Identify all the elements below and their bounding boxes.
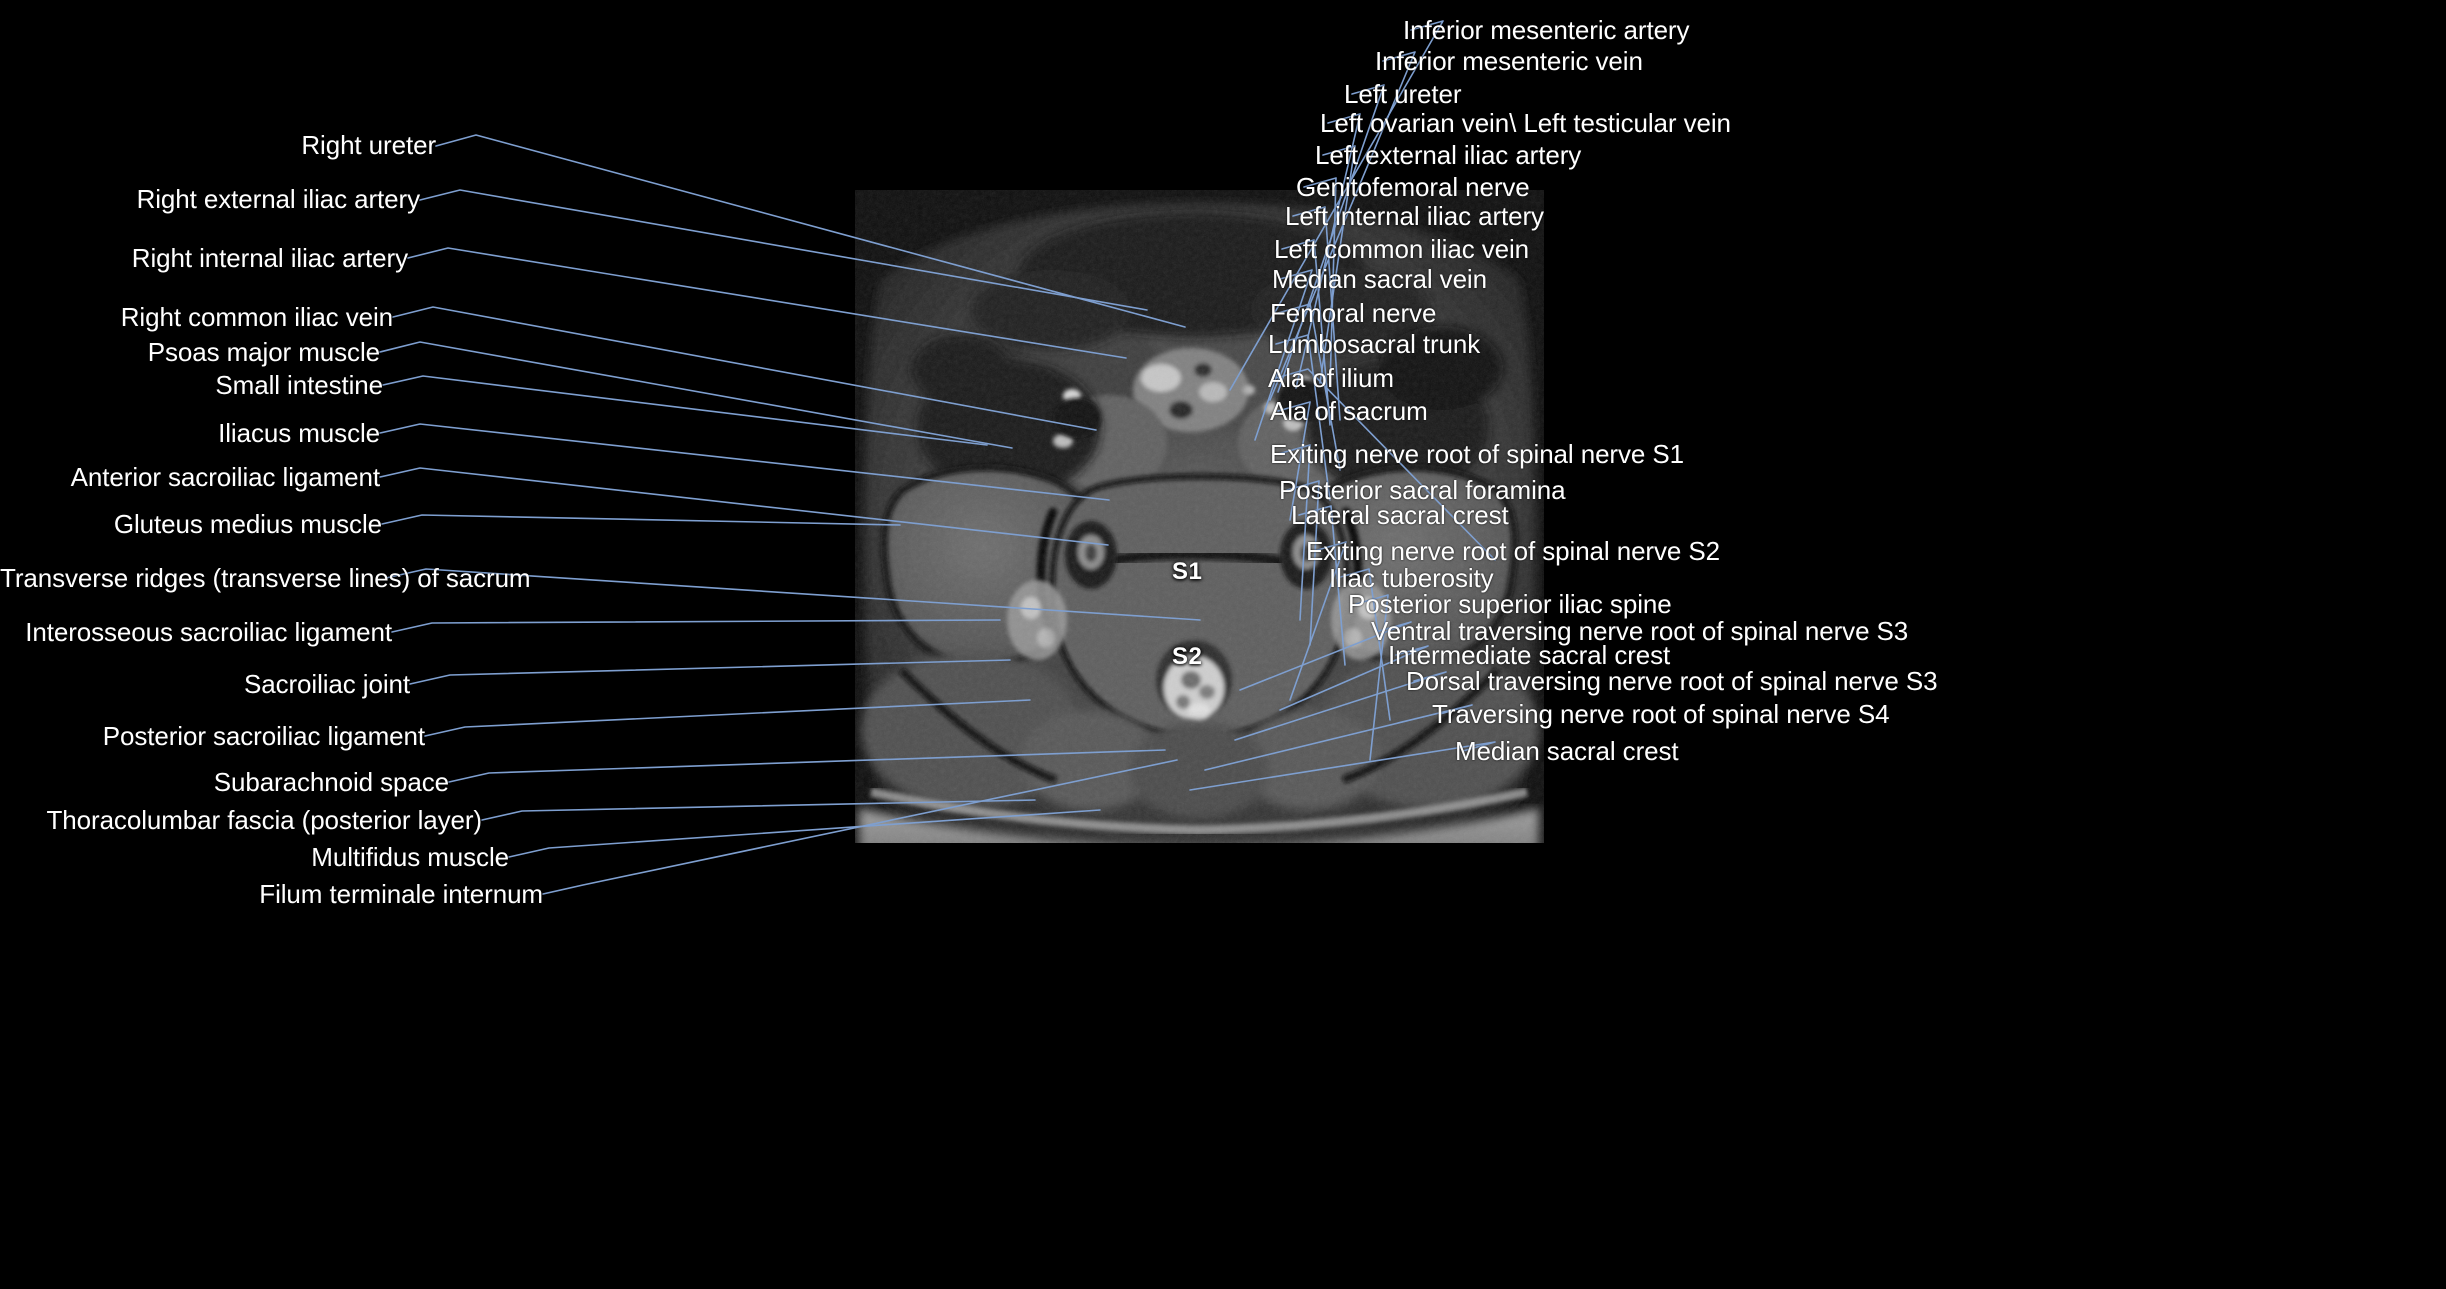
label-iliacus-muscle: Iliacus muscle: [218, 418, 380, 448]
label-inferior-mesenteric-artery: Inferior mesenteric artery: [1403, 15, 1690, 45]
label-lateral-sacral-crest: Lateral sacral crest: [1291, 500, 1509, 530]
label-intermediate-sacral-crest: Intermediate sacral crest: [1388, 640, 1671, 670]
label-lumbosacral-trunk: Lumbosacral trunk: [1268, 329, 1481, 359]
label-left-ovarian-or-testicular-vein: Left ovarian vein\ Left testicular vein: [1320, 108, 1731, 138]
label-traversing-nerve-root-s4: Traversing nerve root of spinal nerve S4: [1432, 699, 1890, 729]
label-right-ureter: Right ureter: [301, 130, 436, 160]
label-left-internal-iliac-artery: Left internal iliac artery: [1285, 201, 1544, 231]
label-right-common-iliac-vein: Right common iliac vein: [120, 302, 393, 332]
sacral-segment-s1-label: S1: [1172, 558, 1203, 585]
label-posterior-sacral-foramina: Posterior sacral foramina: [1279, 475, 1566, 505]
label-left-external-iliac-artery: Left external iliac artery: [1315, 140, 1582, 170]
label-median-sacral-crest: Median sacral crest: [1455, 736, 1679, 766]
label-right-external-iliac-artery: Right external iliac artery: [136, 184, 421, 214]
leader-line: [381, 514, 901, 526]
label-posterior-superior-iliac-spine: Posterior superior iliac spine: [1348, 589, 1672, 619]
label-subarachnoid-space: Subarachnoid space: [213, 767, 449, 797]
label-genitofemoral-nerve: Genitofemoral nerve: [1296, 172, 1530, 202]
label-posterior-sacroiliac-ligament: Posterior sacroiliac ligament: [102, 721, 425, 751]
label-exiting-nerve-root-s1: Exiting nerve root of spinal nerve S1: [1270, 439, 1684, 469]
label-multifidus-muscle: Multifidus muscle: [311, 842, 509, 872]
label-anterior-sacroiliac-ligament: Anterior sacroiliac ligament: [70, 462, 380, 492]
label-filum-terminale-internum: Filum terminale internum: [259, 879, 543, 909]
label-gluteus-medius-muscle: Gluteus medius muscle: [113, 509, 382, 539]
label-iliac-tuberosity: Iliac tuberosity: [1329, 563, 1494, 593]
label-exiting-nerve-root-s2: Exiting nerve root of spinal nerve S2: [1306, 536, 1720, 566]
label-ventral-traversing-nerve-root-s3: Ventral traversing nerve root of spinal …: [1371, 616, 1909, 646]
label-psoas-major-muscle: Psoas major muscle: [147, 337, 380, 367]
label-interosseous-sacroiliac-ligament: Interosseous sacroiliac ligament: [25, 617, 392, 647]
label-sacroiliac-joint: Sacroiliac joint: [243, 669, 410, 699]
label-transverse-ridges-of-sacrum: Transverse ridges (transverse lines) of …: [0, 563, 531, 593]
label-ala-of-sacrum: Ala of sacrum: [1270, 396, 1428, 426]
label-small-intestine: Small intestine: [215, 370, 383, 400]
label-dorsal-traversing-nerve-root-s3: Dorsal traversing nerve root of spinal n…: [1406, 666, 1938, 696]
label-ala-of-ilium: Ala of ilium: [1268, 363, 1394, 393]
label-thoracolumbar-fascia: Thoracolumbar fascia (posterior layer): [46, 805, 483, 835]
label-left-common-iliac-vein: Left common iliac vein: [1274, 234, 1530, 264]
label-femoral-nerve: Femoral nerve: [1270, 298, 1437, 328]
sacral-segment-s2-label: S2: [1172, 643, 1203, 670]
label-left-ureter: Left ureter: [1344, 79, 1462, 109]
label-median-sacral-vein: Median sacral vein: [1272, 264, 1487, 294]
label-inferior-mesenteric-vein: Inferior mesenteric vein: [1375, 46, 1643, 76]
label-right-internal-iliac-artery: Right internal iliac artery: [131, 243, 408, 273]
